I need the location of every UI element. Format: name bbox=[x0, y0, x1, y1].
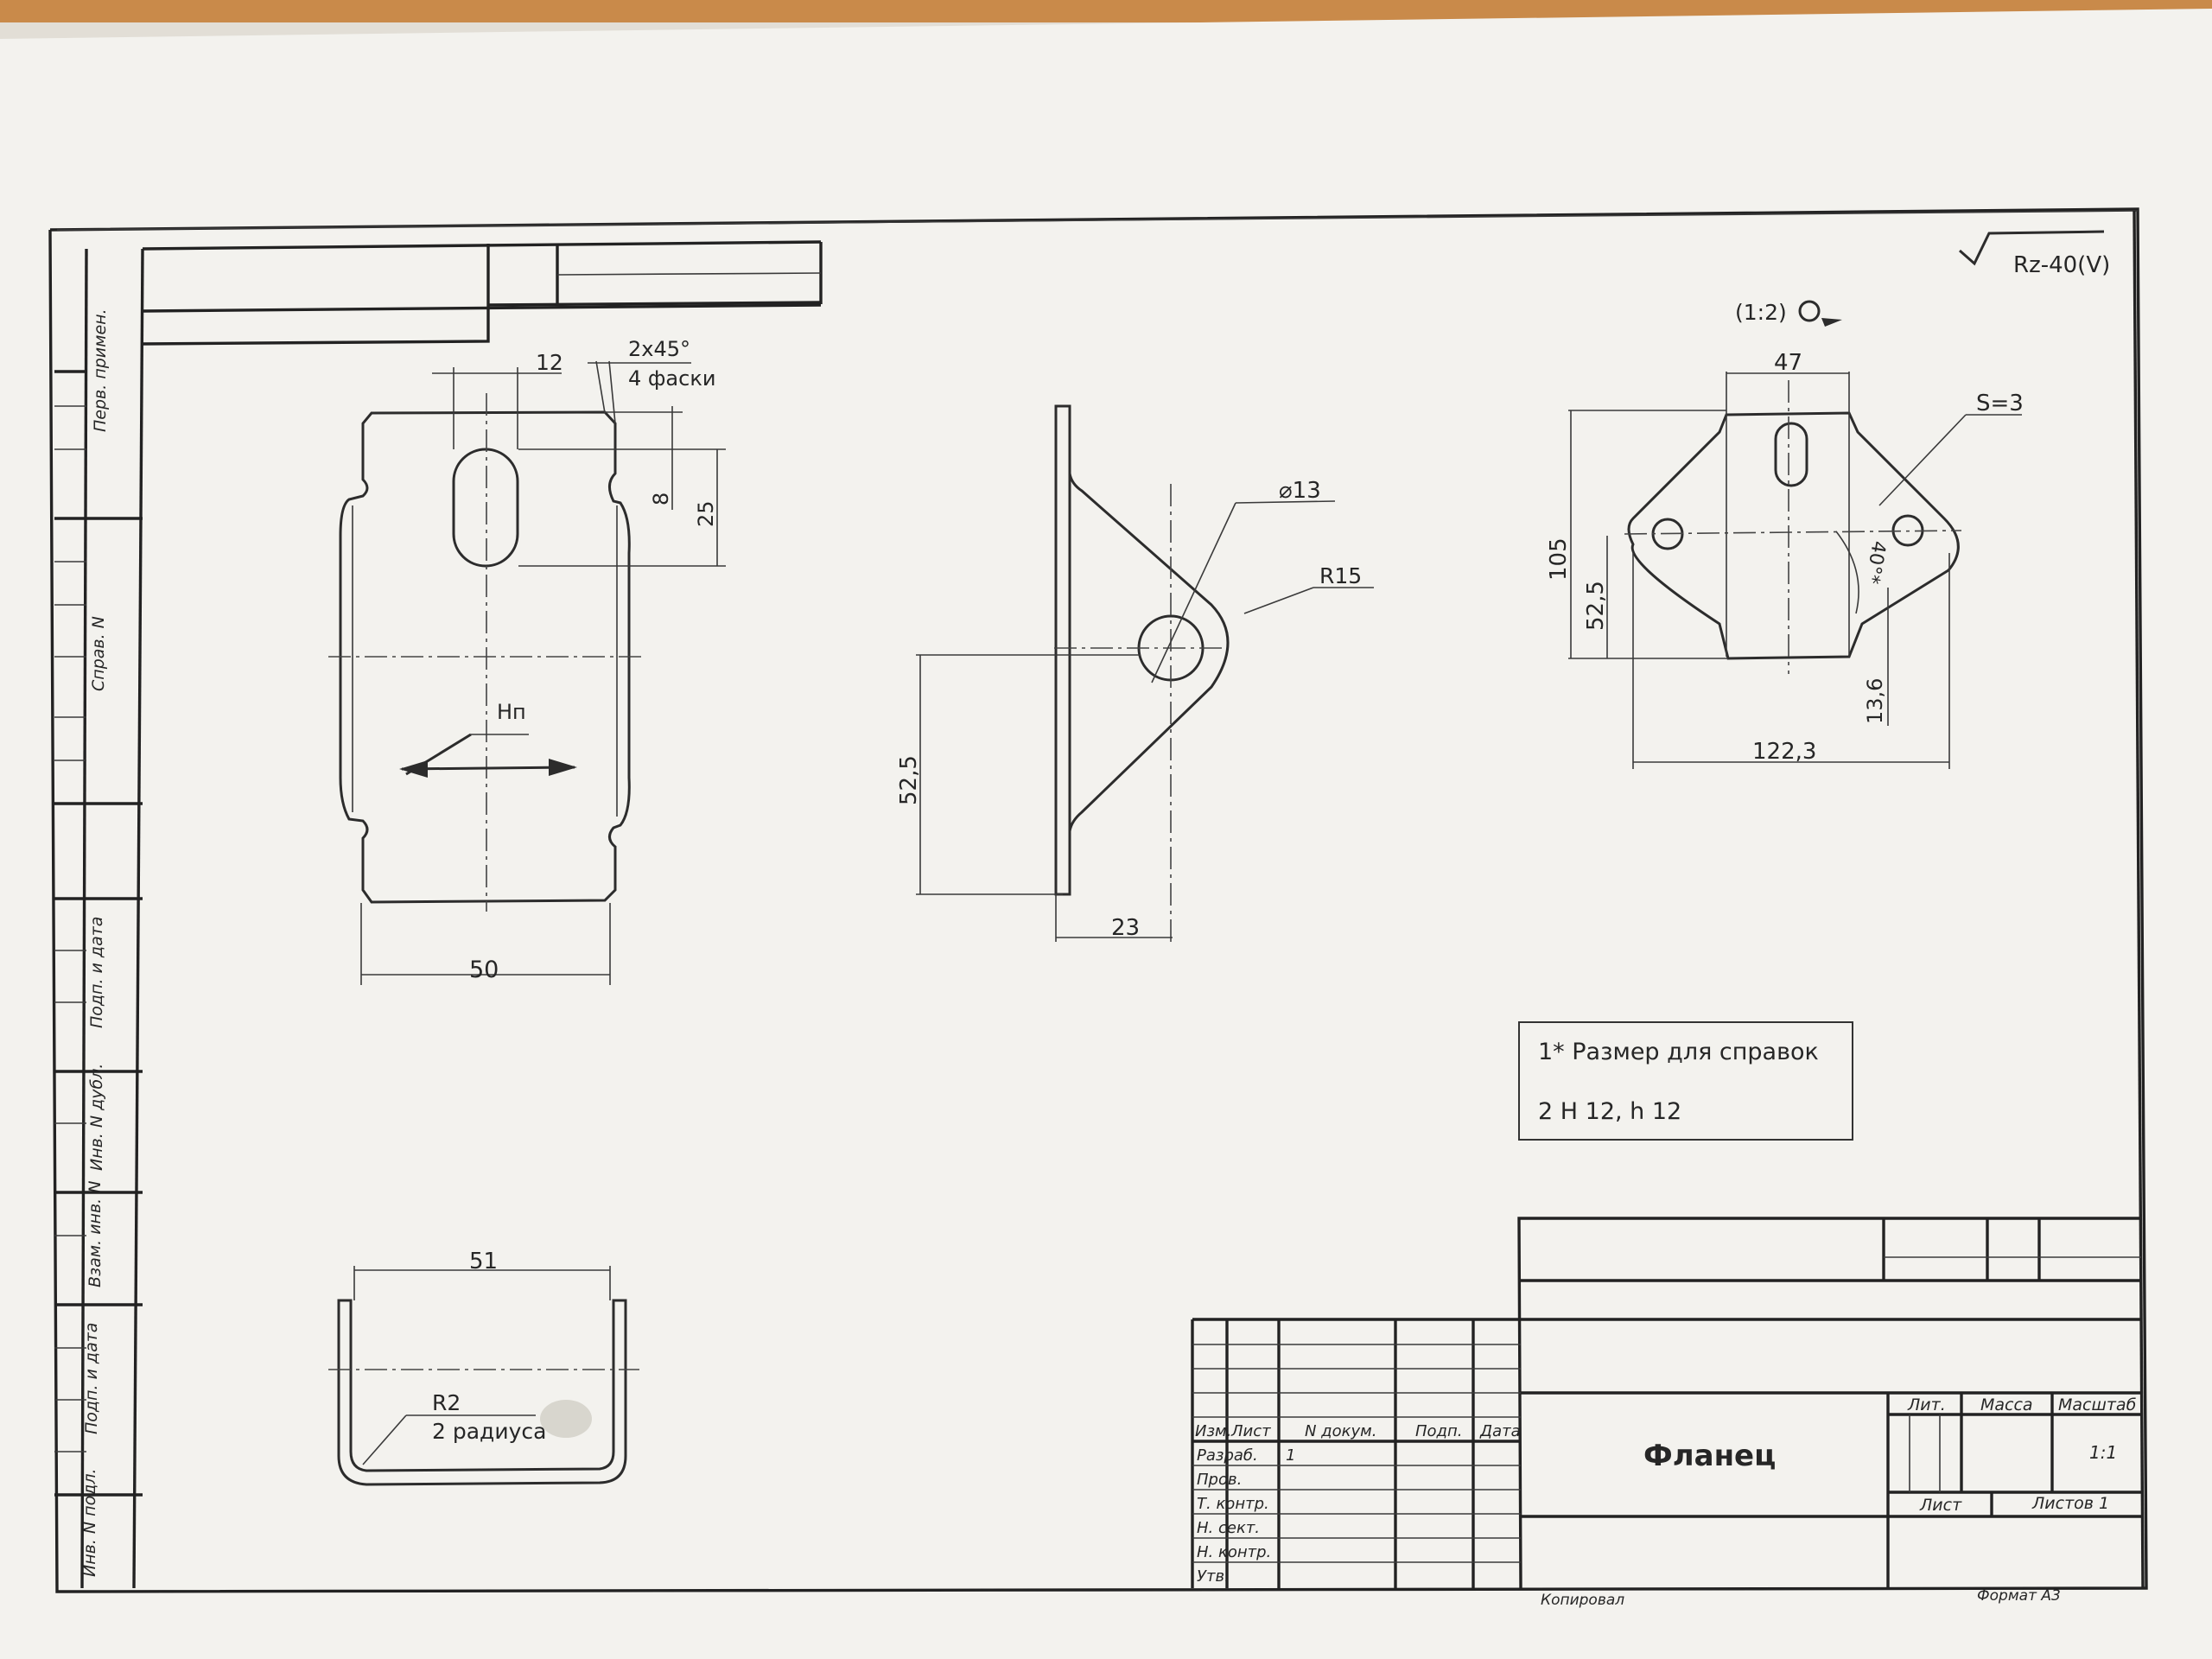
roughness-mark: Rz-40(V) bbox=[1959, 230, 2110, 278]
dim-height-105: 105 bbox=[1546, 537, 1572, 581]
dim-slot-length-25: 25 bbox=[694, 500, 718, 527]
radius-label: R15 bbox=[1319, 563, 1362, 588]
dim-depth-23: 23 bbox=[1111, 915, 1140, 941]
strip-label-reference: Справ. N bbox=[89, 616, 108, 691]
role-developer: Разраб. bbox=[1197, 1446, 1258, 1465]
strip-label-replace-inv: Взам. инв. N bbox=[86, 1181, 105, 1287]
scale-label: Масштаб bbox=[2058, 1395, 2137, 1414]
developer-sheet-value: 1 bbox=[1286, 1446, 1295, 1465]
role-approved: Утв. bbox=[1197, 1567, 1230, 1586]
header-list: Лист bbox=[1230, 1422, 1271, 1440]
chamfer-label: 2x45° bbox=[628, 337, 690, 361]
dim-width-50: 50 bbox=[469, 957, 499, 983]
view-scale-label: (1:2) bbox=[1735, 300, 1787, 325]
flat-view: 47 S=3 105 52,5 40°* 13,6 122,3 bbox=[1546, 350, 2024, 769]
role-norm-control: Н. контр. bbox=[1197, 1543, 1271, 1561]
smudge bbox=[540, 1400, 592, 1438]
role-section-head: Н. сект. bbox=[1197, 1519, 1260, 1537]
paper-sheet bbox=[0, 9, 2212, 1659]
strip-label-first-use: Перв. примен. bbox=[91, 308, 110, 432]
strip-label-orig-inv: Инв. N подл. bbox=[80, 1468, 99, 1577]
notes-box: 1* Размер для справок 2 H 12, h 12 bbox=[1518, 1021, 1853, 1141]
drawing-frame bbox=[48, 207, 2148, 1593]
sheet-label: Лист bbox=[1919, 1496, 1962, 1515]
dim-height-52-5: 52,5 bbox=[896, 755, 922, 805]
bend-radius-label: R2 bbox=[432, 1390, 461, 1415]
drawing-title: Фланец bbox=[1643, 1439, 1776, 1473]
dim-half-52-5: 52,5 bbox=[1583, 581, 1609, 631]
dim-slot-width-12: 12 bbox=[536, 350, 563, 375]
dim-top-47: 47 bbox=[1774, 350, 1802, 376]
copied-label: Копировал bbox=[1541, 1592, 1624, 1609]
hole-diameter-label: ⌀13 bbox=[1279, 478, 1321, 504]
front-view: Нп 50 12 2x45° 4 фаски 8 25 bbox=[328, 337, 726, 985]
front-slot bbox=[452, 448, 519, 568]
bend-radius-count: 2 радиуса bbox=[432, 1419, 546, 1444]
strip-label-sign-date-1: Подп. и дата bbox=[87, 917, 106, 1028]
roughness-label: Rz-40(V) bbox=[2013, 252, 2110, 278]
note-reference-dim: 1* Размер для справок bbox=[1538, 1039, 1819, 1065]
header-date: Дата bbox=[1479, 1422, 1521, 1440]
left-strip: Перв. примен. Справ. N Подп. и дата Инв.… bbox=[54, 248, 143, 1589]
note-tolerance: 2 H 12, h 12 bbox=[1538, 1098, 1681, 1125]
dim-total-122-3: 122,3 bbox=[1752, 739, 1816, 765]
role-checked: Пров. bbox=[1197, 1471, 1242, 1489]
chamfer-count: 4 фаски bbox=[628, 366, 715, 391]
scale-value: 1:1 bbox=[2089, 1442, 2117, 1463]
dim-width-51: 51 bbox=[469, 1249, 498, 1274]
header-izm: Изм. bbox=[1195, 1422, 1231, 1440]
side-view: ⌀13 R15 52,5 23 bbox=[896, 404, 1374, 942]
bend-label: Нп bbox=[497, 700, 526, 724]
strip-label-sign-date-2: Подп. и дата bbox=[82, 1323, 101, 1434]
role-tech-control: Т. контр. bbox=[1197, 1495, 1269, 1513]
thickness-label: S=3 bbox=[1976, 391, 2024, 416]
top-stamp bbox=[142, 242, 823, 346]
dim-slot-offset-8: 8 bbox=[649, 493, 673, 505]
flat-slot bbox=[1774, 422, 1808, 487]
sheets-label: Листов 1 bbox=[2031, 1494, 2109, 1513]
mass-label: Масса bbox=[1980, 1395, 2033, 1414]
view-scale: (1:2) bbox=[1735, 300, 1842, 327]
lit-label: Лит. bbox=[1907, 1395, 1946, 1414]
header-signature: Подп. bbox=[1415, 1422, 1462, 1440]
arrow-icon bbox=[1821, 318, 1842, 327]
strip-label-dup-inv: Инв. N дубл. bbox=[87, 1064, 106, 1171]
title-block: Изм. Лист N докум. Подп. Дата Разраб. 1 … bbox=[1191, 1217, 2141, 1609]
bottom-view: 51 R2 2 радиуса bbox=[328, 1249, 639, 1486]
dim-small-13-6: 13,6 bbox=[1863, 678, 1887, 724]
header-doc-number: N докум. bbox=[1305, 1422, 1376, 1440]
format-label: Формат А3 bbox=[1977, 1587, 2061, 1605]
rotate-icon bbox=[1798, 300, 1821, 322]
